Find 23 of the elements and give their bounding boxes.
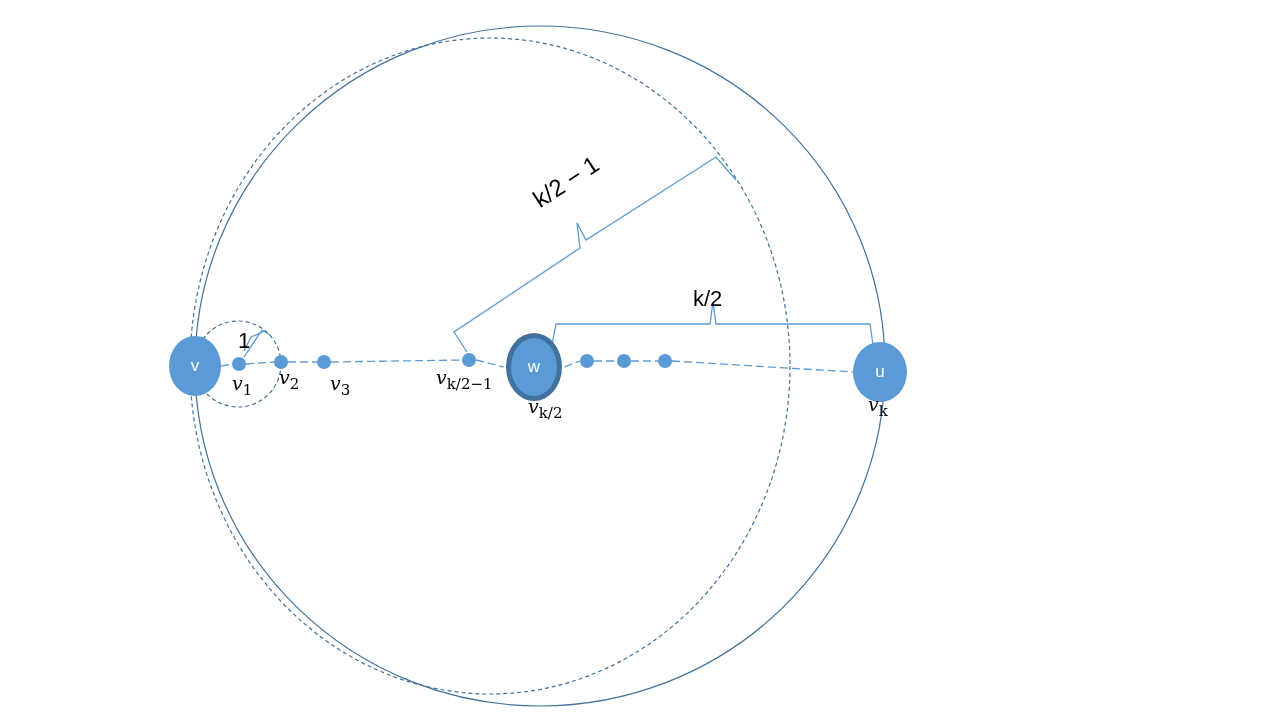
vertex-label: v$_{k/2−1}$ — [436, 366, 493, 393]
vertex-label: v$_{3}$ — [330, 372, 351, 399]
path-edge — [671, 360, 854, 373]
path-edge — [287, 361, 318, 363]
vertex-dot — [617, 354, 631, 368]
path-edge — [475, 359, 505, 368]
dimension-label: k/2 − 1 — [528, 150, 605, 214]
vertex-dot — [658, 354, 672, 368]
vertex-dot — [580, 354, 594, 368]
path-edge — [630, 360, 659, 362]
dimension-label: 1 — [238, 328, 251, 354]
vertex-dot — [232, 357, 246, 371]
vertex-ellipse: w — [506, 333, 562, 401]
vertex-dot — [317, 355, 331, 369]
path-edge — [245, 361, 275, 365]
vertex-dot — [462, 353, 476, 367]
dimension-label: k/2 — [693, 286, 723, 312]
vertex-dot — [274, 355, 288, 369]
vertex-ellipse: u — [853, 342, 907, 402]
vertex-ellipse: v — [169, 336, 221, 396]
vertex-label: v$_{2}$ — [279, 366, 300, 393]
path-edge — [563, 360, 581, 368]
vertex-label: v$_{1}$ — [232, 372, 253, 399]
